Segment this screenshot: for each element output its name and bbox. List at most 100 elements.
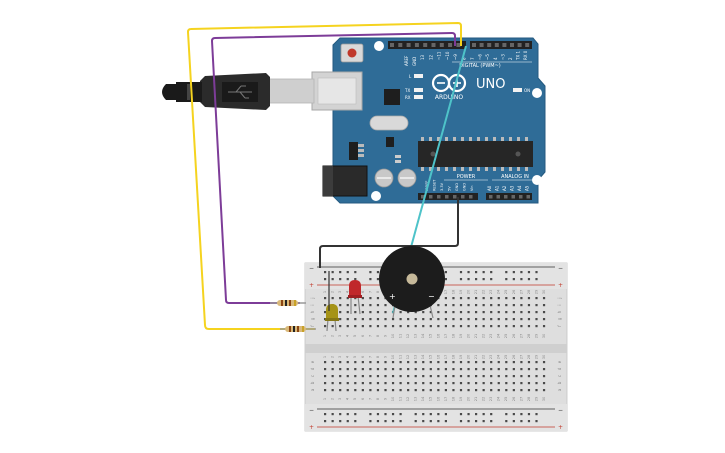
chip-pin [421, 137, 424, 141]
column-number: 19 [459, 354, 463, 359]
column-number: 13 [414, 334, 418, 339]
terminal-hole [384, 361, 387, 364]
terminal-hole [444, 389, 447, 392]
rail-hole [437, 420, 440, 423]
rail-hole [331, 420, 334, 423]
terminal-hole [490, 325, 493, 328]
column-number: 22 [482, 290, 486, 295]
terminal-hole [346, 311, 349, 314]
chip-pin [517, 137, 520, 141]
terminal-hole [331, 375, 334, 378]
column-number: 15 [429, 397, 433, 402]
rail-hole [414, 420, 417, 423]
wire-purple[interactable] [210, 31, 456, 304]
rail-hole [444, 413, 447, 416]
rail-hole [444, 271, 447, 274]
rail-plus-label: + [309, 282, 314, 289]
header-hole [504, 195, 508, 199]
column-number: 13 [414, 355, 418, 360]
header-hole [445, 195, 449, 199]
rail-hole [331, 413, 334, 416]
led-red[interactable] [348, 280, 362, 315]
terminal-hole [361, 311, 364, 314]
column-number: 17 [444, 334, 448, 339]
terminal-hole [535, 318, 538, 321]
wire-black-gnd[interactable] [319, 197, 459, 268]
terminal-hole [475, 368, 478, 371]
row-letter: f [310, 325, 315, 327]
terminal-hole [422, 325, 425, 328]
chip-pin [453, 137, 456, 141]
rail-plus-label-b: + [309, 424, 314, 431]
column-number: 26 [512, 289, 516, 294]
terminal-hole [369, 325, 372, 328]
terminal-hole [482, 382, 485, 385]
on-led [513, 88, 522, 92]
terminal-hole [354, 297, 357, 300]
terminal-hole [512, 318, 515, 321]
rail-hole [391, 420, 395, 423]
resistor-top[interactable] [270, 300, 306, 306]
digital-header-2 [470, 41, 532, 49]
terminal-hole [520, 368, 523, 371]
terminal-hole [324, 361, 327, 364]
row-letter: j [310, 297, 315, 299]
terminal-hole [520, 361, 523, 364]
column-number: 21 [474, 290, 478, 295]
rail-hole [535, 413, 538, 416]
terminal-hole [354, 318, 357, 321]
column-number: 22 [482, 355, 486, 360]
column-number: 12 [406, 397, 410, 402]
wire-yellow[interactable] [186, 21, 462, 330]
rail-minus-label-b-right: − [558, 407, 563, 414]
resistor-bottom[interactable] [280, 326, 316, 332]
terminal-hole [527, 361, 531, 364]
digital-pin-label: ~6 [478, 54, 483, 60]
row-letter: i [557, 304, 562, 305]
column-number: 10 [391, 396, 395, 401]
header-hole [431, 43, 436, 47]
terminal-hole [482, 311, 485, 314]
column-number: 6 [361, 397, 365, 400]
chip-pin [477, 137, 480, 141]
smd [395, 160, 401, 163]
terminal-hole [414, 325, 417, 328]
digital-pin-label: 12 [428, 54, 433, 60]
rail-hole [339, 413, 342, 416]
terminal-hole [527, 368, 531, 371]
terminal-hole [414, 375, 417, 378]
terminal-hole [527, 318, 531, 321]
center-channel [305, 344, 567, 353]
header-hole [510, 43, 514, 47]
piezo-buzzer[interactable]: + − [379, 246, 445, 319]
terminal-hole [527, 297, 531, 300]
chip-pin [469, 167, 472, 171]
terminal-hole [422, 382, 425, 385]
column-number: 6 [361, 355, 365, 358]
terminal-hole [542, 382, 546, 385]
terminal-hole [324, 375, 327, 378]
terminal-hole [497, 375, 500, 378]
terminal-hole [376, 375, 380, 378]
rail-hole [475, 271, 478, 274]
column-number: 17 [444, 290, 448, 295]
column-number: 19 [459, 333, 463, 338]
breadboard-labels: 1111222233334444555566667777888899991010… [310, 289, 562, 401]
usb-cord [162, 84, 176, 100]
terminal-hole [331, 325, 334, 328]
column-number: 6 [361, 334, 365, 337]
column-number: 25 [504, 334, 508, 339]
rail-hole [369, 420, 372, 423]
terminal-hole [399, 375, 402, 378]
usb-cable[interactable] [162, 73, 315, 110]
terminal-hole [391, 382, 395, 385]
terminal-hole [324, 297, 327, 300]
rail-plus-label-b-right: + [558, 424, 563, 431]
terminal-hole [391, 389, 395, 392]
terminal-hole [542, 318, 546, 321]
terminal-hole [339, 304, 342, 307]
header-hole [502, 43, 507, 47]
